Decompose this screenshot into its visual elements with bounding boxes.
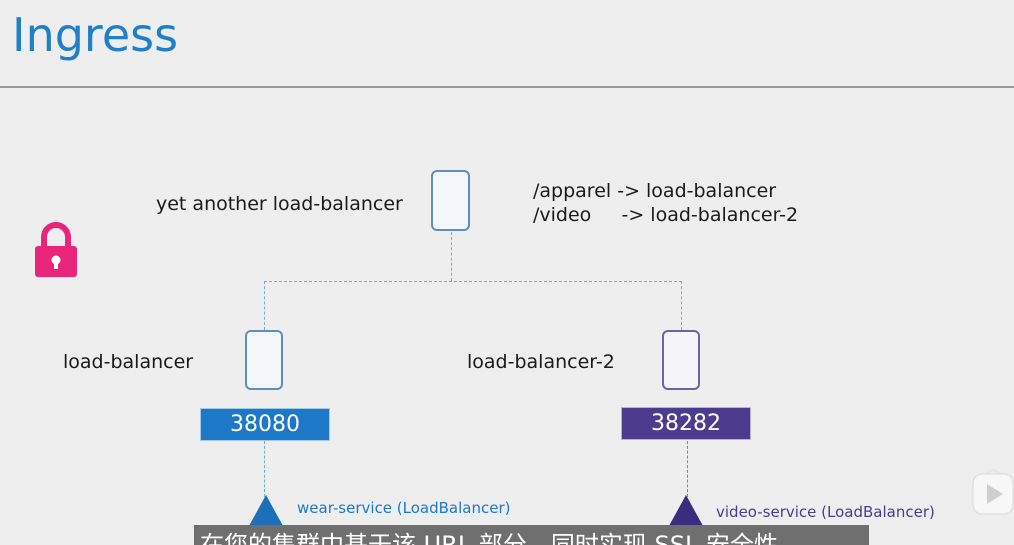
left-balancer-label: load-balancer [63, 351, 194, 373]
title-divider [0, 86, 1014, 88]
route-video: /video -> load-balancer-2 [533, 204, 799, 226]
top-balancer-node [431, 170, 470, 231]
port-badge-38080: 38080 [200, 408, 330, 441]
connector-left [264, 281, 265, 330]
video-subtitle: 在您的集群中基于该 URL 部分，同时实现 SSL 安全性 [194, 525, 869, 545]
connector-right [681, 281, 682, 330]
video-service-label: video-service (LoadBalancer) [716, 503, 935, 521]
connector-top [451, 232, 452, 281]
left-balancer-node [245, 330, 283, 390]
connector-video [687, 441, 688, 497]
route-apparel: /apparel -> load-balancer [533, 180, 777, 202]
connector-wear [264, 441, 265, 497]
right-balancer-label: load-balancer-2 [467, 351, 615, 373]
top-balancer-label: yet another load-balancer [156, 193, 403, 215]
play-icon[interactable] [972, 468, 1014, 518]
connector-horizontal [264, 281, 682, 282]
port-badge-38282: 38282 [621, 407, 751, 440]
page-title: Ingress [12, 8, 179, 62]
right-balancer-node [662, 330, 700, 390]
wear-service-label: wear-service (LoadBalancer) [297, 499, 511, 517]
lock-icon [35, 222, 77, 277]
